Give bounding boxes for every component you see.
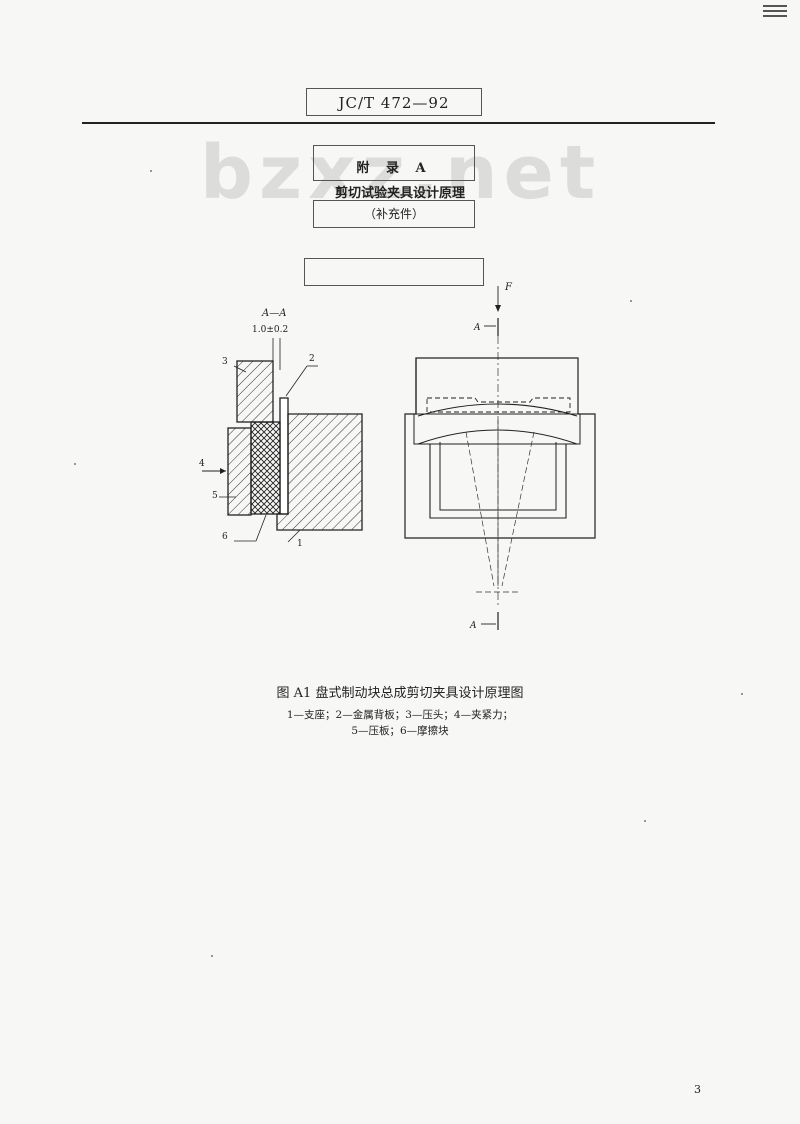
- pressure-head: [236, 360, 274, 423]
- shear-fixture-diagram: A—A 1.0±0.2 3 2 4 5 6 1 F A A: [199, 282, 596, 631]
- annex-type-box: [313, 200, 475, 228]
- part-number-4: 4: [199, 459, 205, 469]
- empty-frame: [304, 258, 484, 286]
- part-number-2: 2: [309, 354, 315, 364]
- gap-dimension: 1.0±0.2: [252, 325, 288, 335]
- scan-speck: [74, 463, 76, 465]
- section-label: A—A: [261, 308, 286, 319]
- part-number-1: 1: [297, 539, 303, 549]
- figure-caption: 图 A1 盘式制动块总成剪切夹具设计原理图: [276, 686, 524, 701]
- standard-code: JC/T 472—92: [306, 88, 482, 116]
- section-mark-top: A: [473, 323, 481, 333]
- scan-speck: [630, 300, 632, 302]
- scan-speck: [644, 820, 646, 822]
- part-number-3: 3: [222, 357, 228, 367]
- scan-speck: [741, 693, 743, 695]
- part-number-5: 5: [212, 491, 218, 501]
- menu-icon: [763, 2, 787, 18]
- annex-type: （补充件）: [363, 207, 424, 221]
- annex-label: 附 录 A: [356, 161, 432, 176]
- page-number: 3: [694, 1083, 701, 1096]
- pressure-plate: [227, 427, 252, 516]
- annex-title: 剪切试验夹具设计原理: [334, 186, 465, 201]
- watermark: bzxz.net: [200, 130, 602, 216]
- figure-legend-line-2: 5—压板；6—摩擦块: [351, 725, 449, 737]
- metal-backing-plate: [279, 397, 289, 515]
- annex-label-box: [313, 145, 475, 181]
- friction-block: [250, 421, 281, 515]
- force-label: F: [504, 282, 513, 293]
- scan-speck: [211, 955, 213, 957]
- scan-speck: [150, 170, 152, 172]
- section-mark-bottom: A: [469, 621, 477, 631]
- figure-legend-line-1: 1—支座；2—金属背板；3—压头；4—夹紧力；: [286, 709, 514, 721]
- part-number-6: 6: [222, 532, 228, 542]
- support-base: [276, 413, 363, 531]
- header-rule: [82, 122, 715, 124]
